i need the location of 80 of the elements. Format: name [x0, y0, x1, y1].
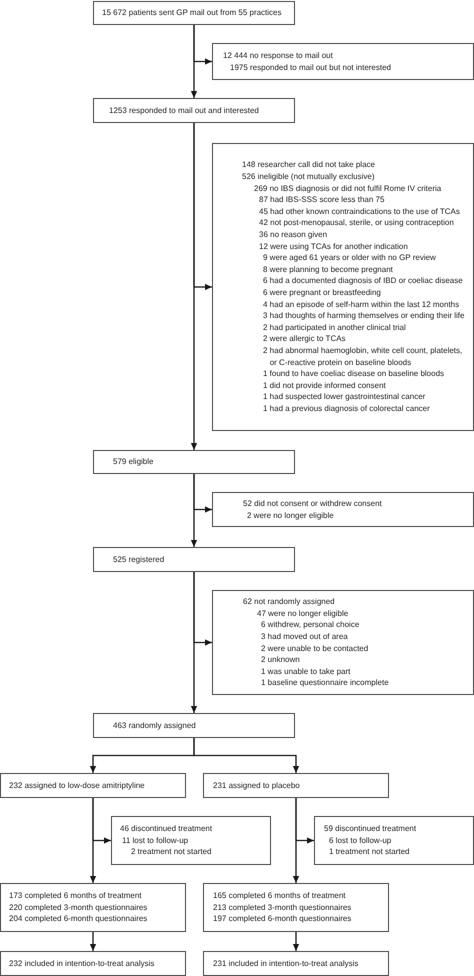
- count-text: 12 444 no response to mail out: [223, 50, 333, 62]
- count-text: 12 were using TCAs for another indication: [259, 240, 408, 252]
- count-text: 525 registered: [113, 554, 164, 566]
- count-text: 231 included in intention-to-treat analysis: [213, 958, 358, 970]
- count-text: 1 baseline questionnaire incomplete: [261, 677, 389, 689]
- flow-arrow: [92, 798, 111, 844]
- count-text: 59 discontinued treatment: [324, 823, 416, 835]
- count-text: 1 treatment not started: [329, 846, 410, 858]
- count-text: 2 had participated in another clinical trial: [263, 322, 406, 334]
- count-text: 1 did not provide informed consent: [263, 380, 386, 392]
- flow-box: [93, 713, 295, 738]
- count-text: 6 had a documented diagnosis of IBD or coeliac disease: [263, 275, 463, 287]
- exclusion-box: [212, 143, 474, 431]
- count-text: 2 were allergic to TCAs: [263, 333, 346, 345]
- exclusion-box: [314, 816, 474, 865]
- flow-arrow: [193, 123, 212, 290]
- count-text: 11 lost to follow-up: [122, 834, 188, 846]
- exclusion-box: [212, 43, 474, 80]
- flow-box: [203, 883, 389, 932]
- exclusion-box: [212, 492, 474, 527]
- flow-arrow: [193, 474, 212, 513]
- flow-arrow: [292, 932, 300, 951]
- count-text: 526 ineligible (not mutually exclusive): [242, 171, 375, 183]
- count-text: 42 not post-menopausal, sterile, or using contraception: [259, 217, 454, 230]
- flow-box: [93, 98, 295, 123]
- count-text: 4 had an episode of self-harm within the last 12 months: [263, 298, 460, 310]
- count-text: 1 had suspected lower gastrointestinal cancer: [263, 391, 426, 403]
- count-text: 2 were unable to be contacted: [261, 642, 368, 654]
- flow-arrow: [90, 932, 96, 951]
- count-text: 1253 responded to mail out and interested: [109, 104, 259, 116]
- flow-box: [93, 547, 295, 572]
- count-text: 62 not randomly assigned: [243, 596, 335, 608]
- count-text: 463 randomly assigned: [113, 720, 196, 732]
- flow-box: [93, 450, 295, 474]
- flow-box: [203, 773, 389, 798]
- flow-box: [0, 951, 186, 976]
- flow-arrow: [193, 25, 212, 65]
- count-text: 6 withdrew, personal choice: [261, 619, 360, 631]
- count-text: 165 completed 6 months of treatment: [213, 890, 346, 902]
- count-text: 1 found to have coeliac disease on baseline bloods: [263, 368, 444, 380]
- count-text: 15 672 patients sent GP mail out from 55 practices: [102, 7, 282, 19]
- flow-arrow: [295, 798, 314, 844]
- count-text: 47 were no longer eligible: [257, 608, 348, 620]
- exclusion-box: [111, 816, 271, 865]
- count-text: 6 lost to follow-up: [329, 834, 392, 846]
- count-text: 197 completed 6-month questionnaires: [213, 913, 352, 925]
- count-text: 3 had moved out of area: [261, 630, 348, 642]
- flow-box: [0, 773, 186, 798]
- count-text: 36 no reason given: [259, 229, 328, 241]
- flow-arrow: [193, 572, 212, 646]
- count-text: 2 had abnormal haemoglobin, white cell count, platelets, or C-reactive protein on baseline bloods: [263, 344, 464, 368]
- count-text: 231 assigned to placebo: [213, 780, 300, 792]
- count-text: 2 treatment not started: [131, 846, 212, 858]
- count-text: 173 completed 6 months of treatment: [9, 890, 142, 902]
- count-text: 579 eligible: [113, 456, 154, 468]
- count-text: 232 included in intention-to-treat analysis: [9, 958, 154, 970]
- count-text: 148 researcher call did not take place: [242, 159, 375, 172]
- count-text: 45 had other known contraindications to the use of TCAs: [259, 206, 460, 218]
- count-text: 6 were pregnant or breastfeeding: [263, 287, 381, 299]
- count-text: 232 assigned to low-dose amitriptyline: [9, 780, 145, 792]
- flow-arrow: [193, 738, 300, 773]
- flow-box: [203, 951, 389, 976]
- count-text: 8 were planning to become pregnant: [263, 264, 393, 276]
- count-text: 2 were no longer eligible: [247, 510, 334, 522]
- count-text: 46 discontinued treatment: [120, 823, 212, 835]
- flow-box: [0, 883, 186, 932]
- exclusion-box: [212, 590, 474, 695]
- count-text: 87 had IBS-SSS score less than 75: [259, 194, 384, 206]
- count-text: 3 had thoughts of harming themselves or ending their life: [263, 310, 464, 322]
- flow-box: [93, 1, 295, 25]
- count-text: 204 completed 6-month questionnaires: [9, 913, 148, 925]
- count-text: 1 had a previous diagnosis of colorectal cancer: [263, 402, 430, 415]
- count-text: 1975 responded to mail out but not interested: [230, 62, 391, 74]
- count-text: 269 no IBS diagnosis or did not fulfil Rome IV criteria: [254, 182, 442, 194]
- count-text: 1 was unable to take part: [261, 666, 350, 678]
- count-text: 220 completed 3-month questionnaires: [9, 902, 148, 914]
- count-text: 213 completed 3-month questionnaires: [213, 902, 352, 914]
- count-text: 52 did not consent or withdrew consent: [243, 498, 382, 510]
- count-text: 9 were aged 61 years or older with no GP review: [263, 252, 436, 264]
- count-text: 2 unknown: [261, 654, 300, 666]
